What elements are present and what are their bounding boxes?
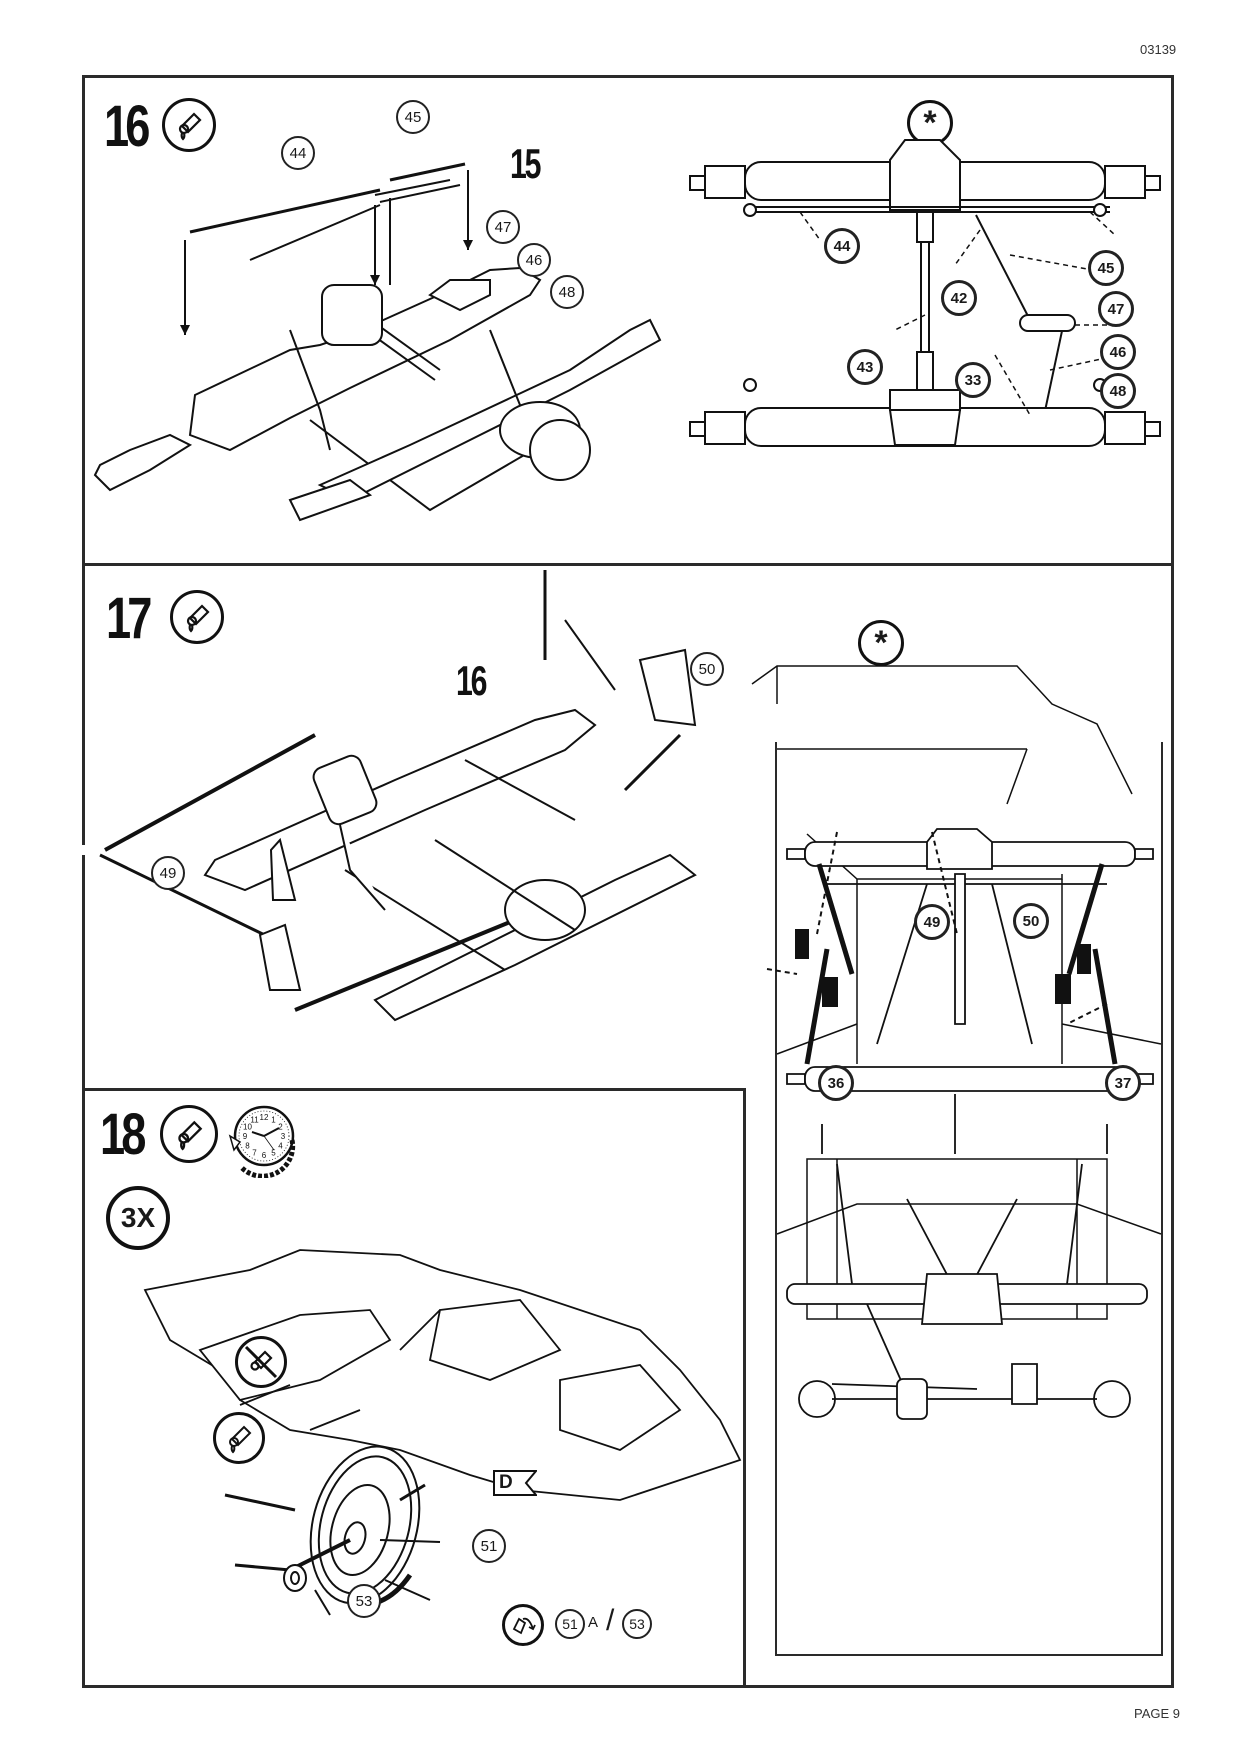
detail-callout-44: 44 (824, 228, 860, 264)
note-part-a: 51 (555, 1609, 585, 1639)
detail-callout-49: 49 (914, 904, 950, 940)
clock-numeral: 8 (245, 1142, 250, 1151)
part-callout-50: 50 (690, 652, 724, 686)
glue-tube-icon (170, 590, 224, 644)
divider-17-18 (82, 1088, 746, 1091)
document-code: 03139 (1140, 42, 1177, 57)
detail-callout-50: 50 (1013, 903, 1049, 939)
step-number: 16 (104, 94, 150, 159)
divider-18-right (743, 1088, 746, 1688)
part-callout-48: 48 (550, 275, 584, 309)
detail-callout-47: 47 (1098, 291, 1134, 327)
chassis-underside-drawing (777, 664, 1161, 1654)
part-callout-49: 49 (151, 856, 185, 890)
chassis-links-drawing (95, 610, 775, 1050)
part-callout-46: 46 (517, 243, 551, 277)
clock-numeral: 5 (271, 1149, 276, 1158)
part-callout-44: 44 (281, 136, 315, 170)
decal-flag-d: D (493, 1470, 537, 1496)
clock-numeral: 7 (252, 1149, 257, 1158)
detail-view-marker: * (858, 620, 904, 666)
decal-flag-label: D (499, 1472, 513, 1493)
part-callout-53: 53 (347, 1584, 381, 1618)
clock-numeral: 10 (243, 1123, 252, 1132)
clock-numeral: 3 (281, 1132, 286, 1141)
clock-numeral: 6 (262, 1151, 267, 1160)
detail-callout-46: 46 (1100, 334, 1136, 370)
detail-callout-33: 33 (955, 362, 991, 398)
note-suffix: A (588, 1614, 599, 1631)
axle-top-view-drawing (690, 160, 1160, 500)
quantity-badge: 3X (106, 1186, 170, 1250)
divider-16-17 (82, 563, 1174, 566)
part-callout-45: 45 (396, 100, 430, 134)
no-glue-icon (235, 1336, 287, 1388)
glue-tube-icon (213, 1412, 265, 1464)
assembly-ref-number: 16 (456, 657, 487, 704)
glue-tube-icon (162, 98, 216, 152)
clock-numeral: 2 (278, 1123, 283, 1132)
clock-numeral: 4 (278, 1142, 283, 1151)
rotate-flip-icon (502, 1604, 544, 1646)
detail-callout-43: 43 (847, 349, 883, 385)
clock-numeral: 9 (243, 1132, 248, 1141)
step-number: 17 (106, 586, 152, 651)
page-number: PAGE 9 (1134, 1706, 1181, 1721)
detail-callout-48: 48 (1100, 373, 1136, 409)
note-part-b: 53 (622, 1609, 652, 1639)
detail-callout-42: 42 (941, 280, 977, 316)
part-callout-47: 47 (486, 210, 520, 244)
part-callout-51: 51 (472, 1529, 506, 1563)
detail-callout-37: 37 (1105, 1065, 1141, 1101)
axle-assembly-drawing (90, 150, 690, 550)
detail-callout-36: 36 (818, 1065, 854, 1101)
clock-numeral: 12 (260, 1113, 269, 1122)
assembly-ref-number: 15 (510, 140, 541, 187)
detail-callout-45: 45 (1088, 250, 1124, 286)
note-separator: / (606, 1604, 615, 1637)
step-number: 18 (100, 1102, 146, 1167)
clock-numeral: 11 (250, 1116, 259, 1125)
clock-numeral: 1 (271, 1116, 276, 1125)
glue-tube-icon (160, 1105, 218, 1163)
